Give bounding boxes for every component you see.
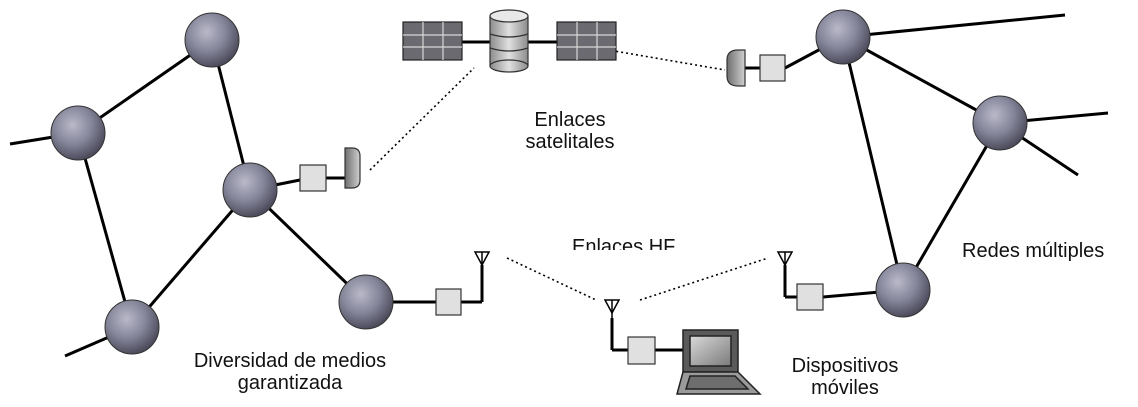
modem-box-icon	[759, 54, 786, 82]
hf-antenna-icon	[603, 299, 621, 318]
network-node-icon	[50, 105, 106, 161]
satellite-icon	[402, 9, 617, 73]
modem-boxes	[299, 54, 824, 365]
modem-box-icon	[435, 288, 462, 316]
modem-box-icon	[299, 164, 327, 192]
diversity-label-line-1: Diversidad de medios	[193, 350, 387, 372]
satellite-label-line-1: Enlaces	[534, 109, 606, 131]
hf-antenna-icon	[473, 251, 491, 267]
laptop-icon	[676, 329, 762, 395]
network-node-icon	[222, 162, 278, 218]
media-diversity-label: Diversidad de medios garantizada	[160, 350, 420, 394]
network-node-icon	[104, 299, 160, 355]
mobile-links	[462, 40, 690, 352]
network-node-icon	[815, 9, 871, 65]
hf-antenna-icon	[776, 251, 794, 267]
modem-box-icon	[796, 283, 824, 311]
network-nodes	[50, 9, 1028, 355]
dish-antenna-icon	[344, 147, 361, 189]
satellite-links-label: Enlaces satelitales	[500, 109, 640, 153]
mobile-label-line-2: móviles	[811, 377, 879, 399]
network-node-icon	[875, 262, 931, 318]
network-node-icon	[972, 95, 1028, 151]
right-network-links	[745, 13, 1109, 299]
wireless-links	[369, 41, 769, 301]
hf-links-label: Enlaces HF	[572, 236, 676, 250]
network-node-icon	[184, 12, 240, 68]
network-node-icon	[338, 274, 394, 330]
multiple-networks-label: Redes múltiples	[962, 240, 1105, 262]
mobile-label-line-1: Dispositivos	[791, 355, 899, 377]
modem-box-icon	[627, 336, 656, 365]
diversity-label-line-2: garantizada	[237, 372, 343, 394]
satellite-label-line-2: satelitales	[525, 131, 615, 153]
dish-antenna-icon	[726, 49, 746, 87]
mobile-devices-label: Dispositivos móviles	[770, 355, 920, 399]
